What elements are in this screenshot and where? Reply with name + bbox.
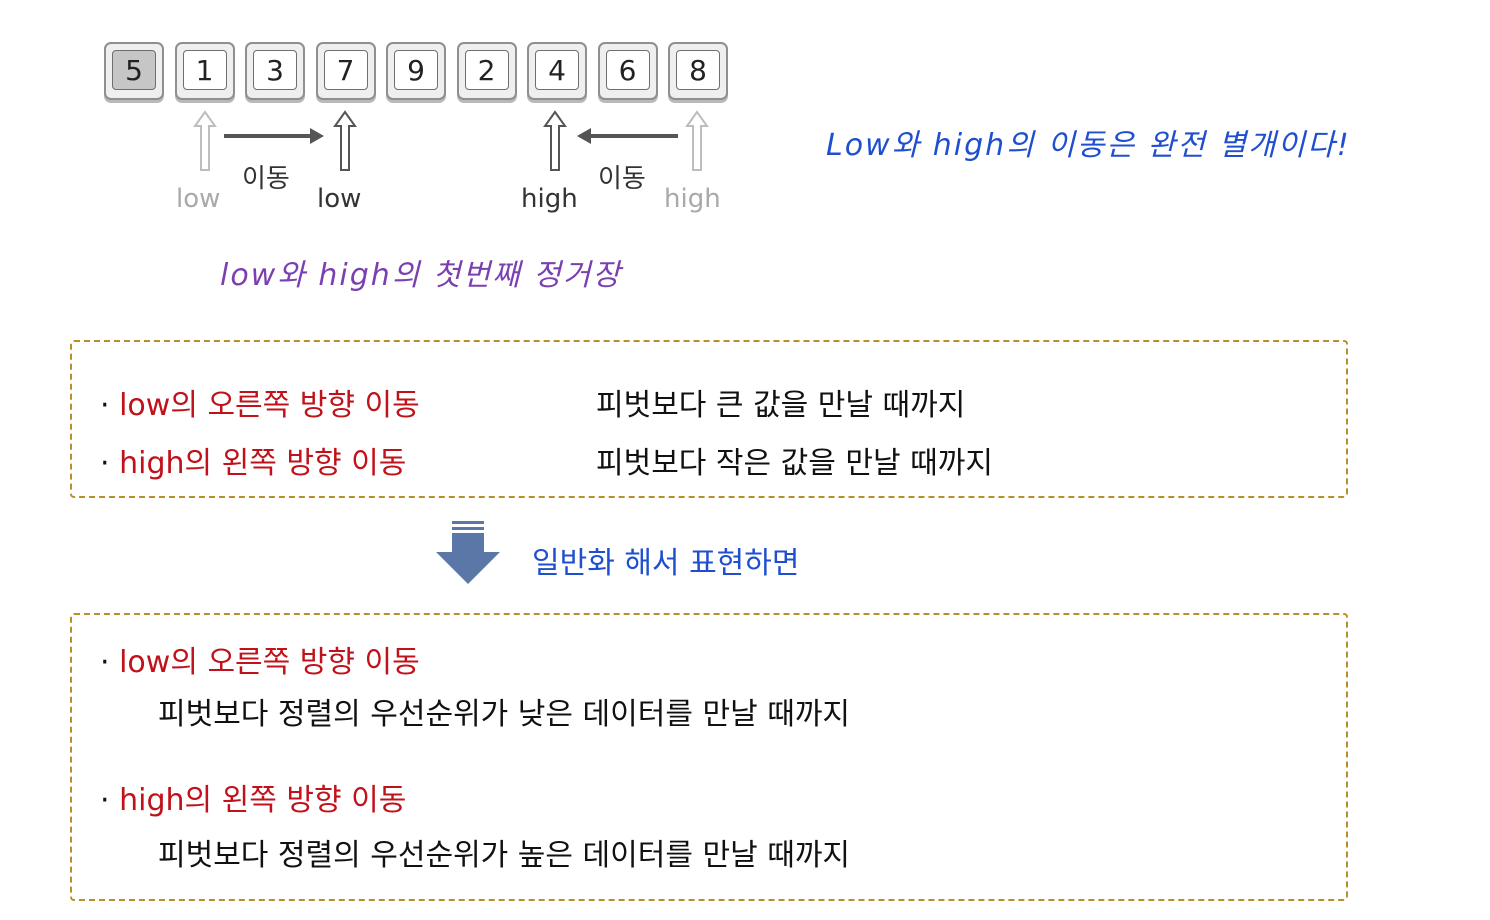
cell-value: 8 [676, 50, 720, 90]
high-move-label: high의 왼쪽 방향 이동 [119, 783, 407, 818]
box2-row2: · high의 왼쪽 방향 이동 [100, 775, 406, 819]
low-move-label: low의 오른쪽 방향 이동 [119, 645, 420, 680]
array-cell: 6 [597, 42, 658, 100]
box1-row2: · high의 왼쪽 방향 이동 [100, 438, 406, 482]
specific-rules-box [70, 340, 1348, 498]
box2-row1: · low의 오른쪽 방향 이동 [100, 637, 420, 681]
box1-row1: · low의 오른쪽 방향 이동 [100, 380, 420, 424]
cell-value: 6 [605, 50, 650, 90]
array-cell: 3 [245, 42, 305, 100]
cell-value: 1 [182, 50, 227, 90]
bullet: · [100, 388, 110, 423]
box2-row1-desc: 피벗보다 정렬의 우선순위가 낮은 데이터를 만날 때까지 [158, 697, 851, 732]
low-old-label: low [176, 184, 221, 214]
low-move-label: low의 오른쪽 방향 이동 [119, 388, 420, 423]
array-row: 5 1 3 7 9 2 4 6 8 [104, 42, 739, 100]
high-old-label: high [664, 184, 721, 214]
array-cell: 1 [174, 42, 235, 100]
array-cell: 2 [456, 42, 517, 100]
bullet: · [100, 446, 110, 481]
array-cell: 8 [668, 42, 728, 100]
high-old-up-arrow [685, 110, 709, 171]
array-cell: 7 [315, 42, 376, 100]
cell-value: 7 [323, 50, 368, 90]
box1-row1-desc: 피벗보다 큰 값을 만날 때까지 [596, 388, 966, 423]
box1-row2-desc: 피벗보다 작은 값을 만날 때까지 [596, 446, 993, 481]
move-left-arrow [577, 128, 678, 144]
generalize-text: 일반화 해서 표현하면 [532, 546, 800, 581]
high-new-up-arrow [543, 110, 567, 171]
array-cell: 4 [527, 42, 587, 100]
independent-note: Low와 high의 이동은 완전 별개이다! [826, 128, 1351, 163]
cell-value: 4 [535, 50, 579, 90]
high-move-label: high의 왼쪽 방향 이동 [119, 446, 407, 481]
move-left-label: 이동 [598, 164, 646, 194]
cell-value: 5 [112, 50, 156, 90]
cell-value: 9 [394, 50, 438, 90]
generalized-rules-box [70, 613, 1348, 901]
bullet: · [100, 783, 110, 818]
array-cell: 9 [386, 42, 446, 100]
down-arrow-icon [436, 521, 500, 584]
low-new-up-arrow [333, 110, 357, 171]
cell-value: 2 [464, 50, 509, 90]
box2-row2-desc: 피벗보다 정렬의 우선순위가 높은 데이터를 만날 때까지 [158, 838, 851, 873]
low-old-up-arrow [193, 110, 217, 171]
high-new-label: high [521, 184, 578, 214]
first-stop-note: low와 high의 첫번째 정거장 [220, 258, 623, 293]
move-right-label: 이동 [242, 164, 290, 194]
bullet: · [100, 645, 110, 680]
array-cell-pivot: 5 [104, 42, 164, 100]
cell-value: 3 [253, 50, 297, 90]
low-new-label: low [317, 184, 362, 214]
move-right-arrow [224, 128, 324, 144]
